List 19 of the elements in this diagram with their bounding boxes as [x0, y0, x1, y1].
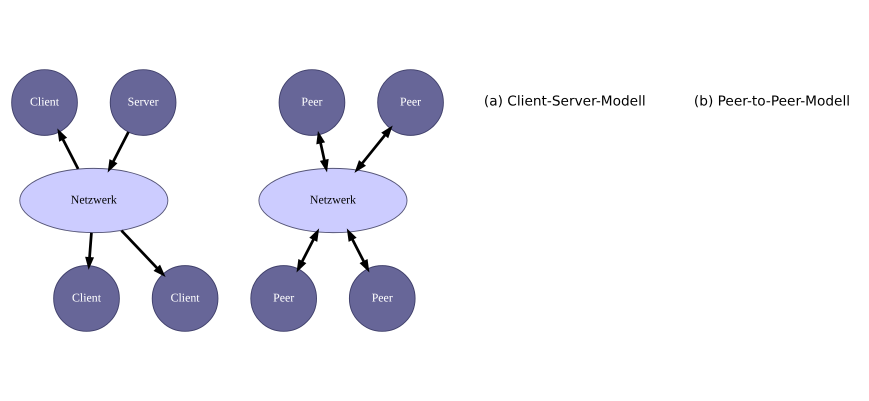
label: (a) Client-Server-Modell	[484, 94, 646, 110]
node-circle: Client	[11, 69, 78, 136]
node-ellipse: Netzwerk	[258, 168, 408, 234]
node-circle: Server	[110, 69, 176, 136]
label: (b) Peer-to-Peer-Modell	[694, 94, 850, 110]
arrow	[296, 228, 320, 272]
arrow	[354, 125, 393, 173]
arrow	[85, 232, 94, 270]
arrow	[57, 128, 80, 170]
arrow	[108, 131, 130, 173]
node-circle: Client	[53, 265, 120, 332]
arrow	[316, 130, 329, 172]
node-circle: Peer	[377, 69, 444, 136]
node-circle: Peer	[250, 265, 317, 332]
node-ellipse: Netzwerk	[19, 168, 168, 234]
arrow	[346, 228, 370, 272]
node-circle: Peer	[348, 265, 416, 332]
arrow	[120, 230, 166, 278]
node-circle: Peer	[278, 69, 346, 136]
